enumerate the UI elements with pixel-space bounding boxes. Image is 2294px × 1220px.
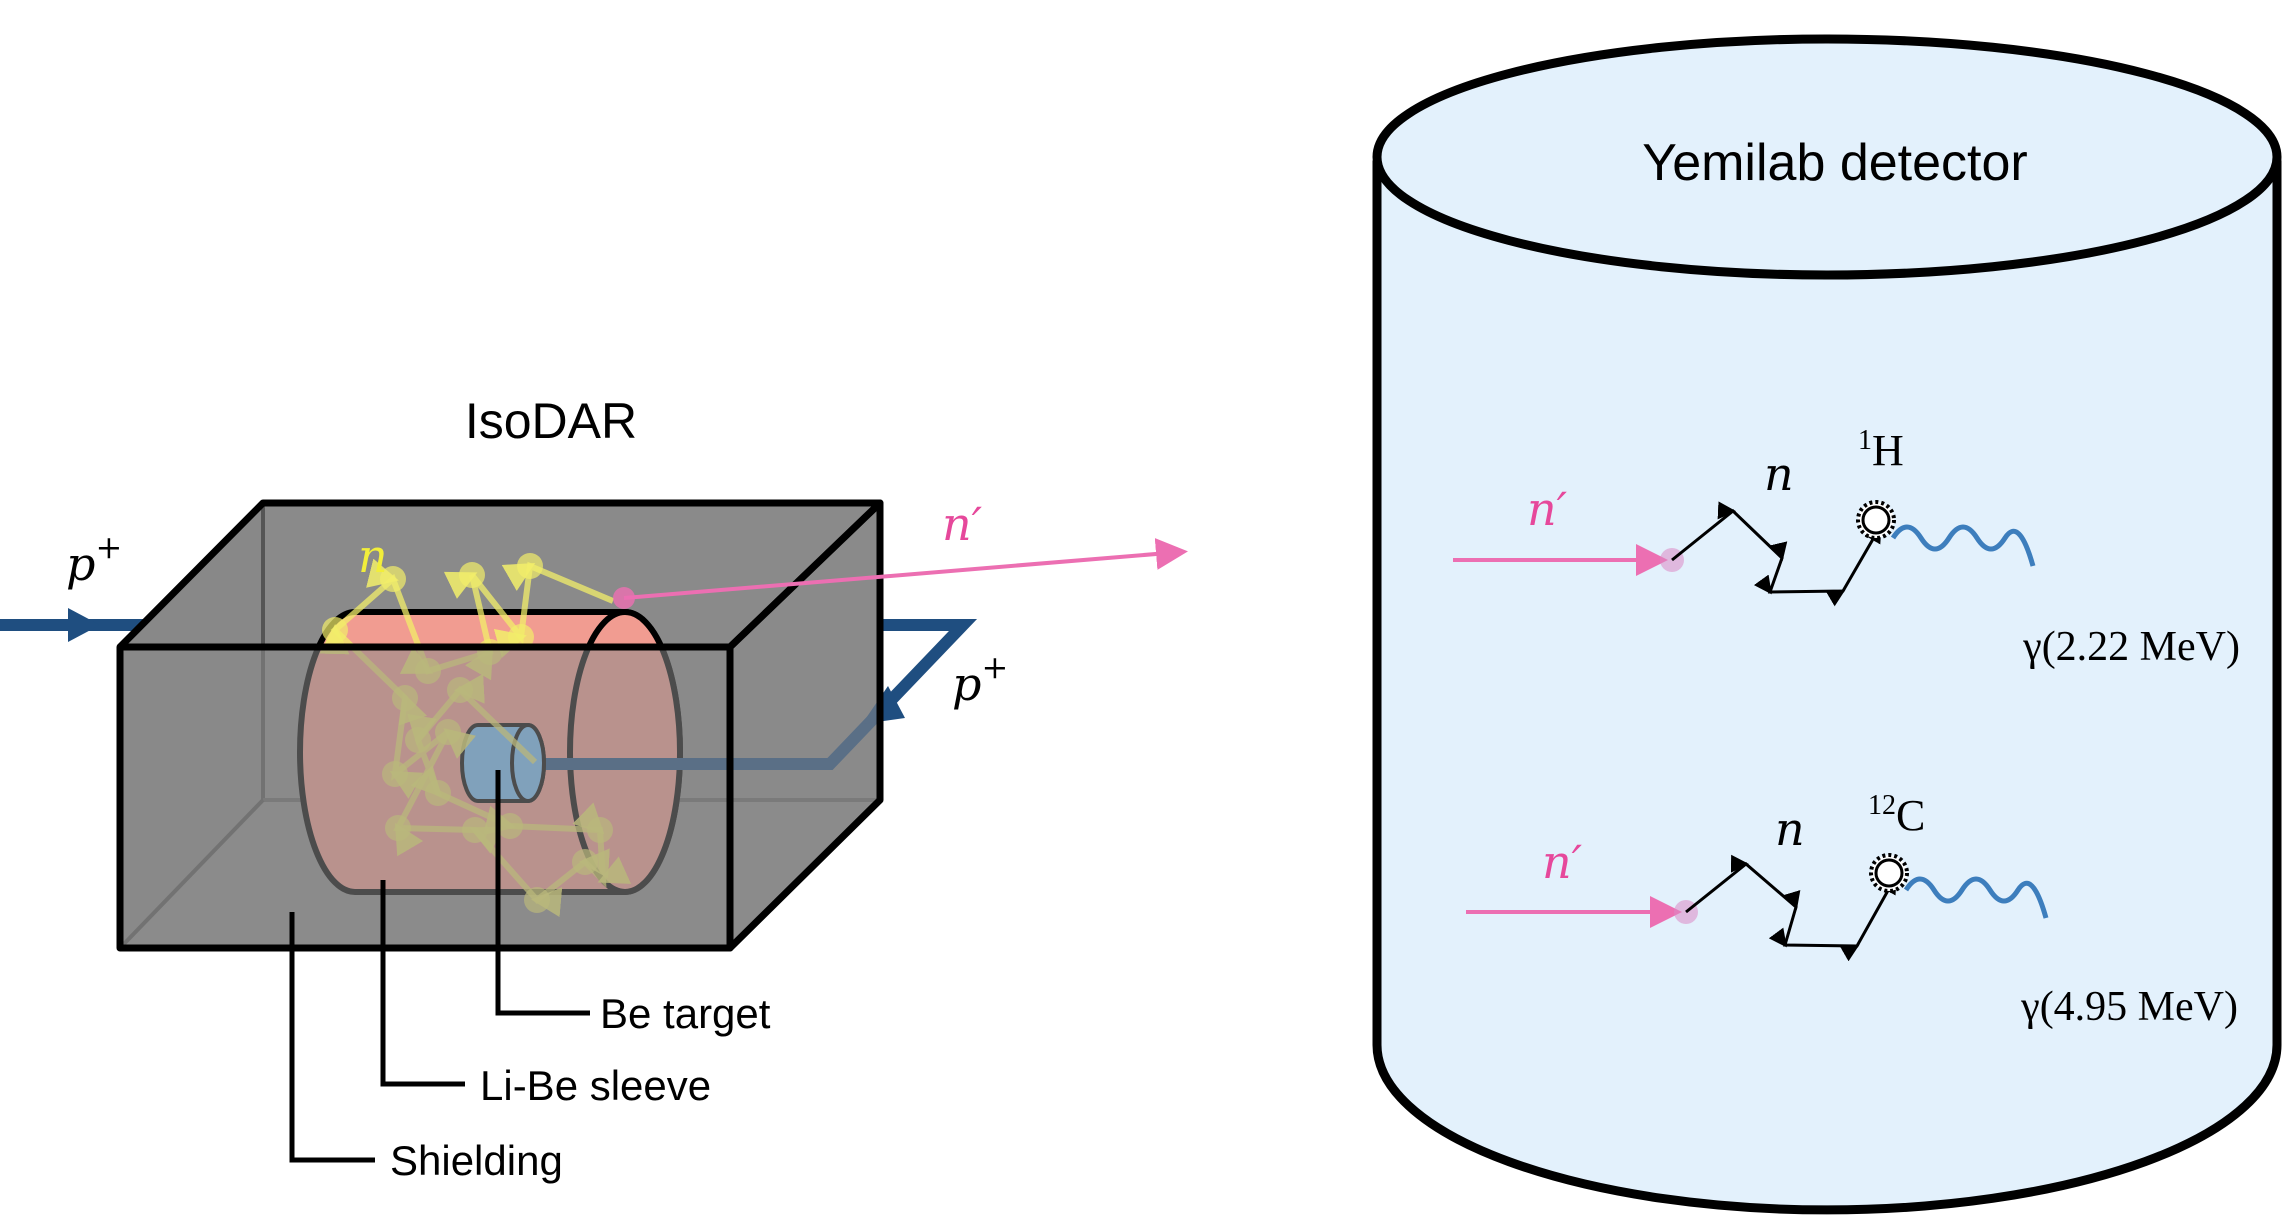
incoming-sterile-neutron-label: n′ — [1542, 835, 1583, 889]
capture-burst-icon — [1869, 853, 1909, 893]
gamma-wave — [1890, 524, 2036, 567]
detector-body — [1372, 160, 2282, 1215]
sterile-neutron-arrow — [623, 538, 1188, 600]
neutron-label: n — [358, 529, 388, 583]
neutron-label: n — [1775, 802, 1805, 856]
callout-shielding: Shielding — [390, 1137, 563, 1184]
gamma-energy-label: γ(2.22 MeV) — [2022, 624, 2240, 670]
proton-out-label: p+ — [952, 648, 1008, 711]
detector-top — [1372, 34, 2282, 280]
callout-be-target: Be target — [600, 990, 771, 1037]
gamma-wave — [1903, 876, 2049, 919]
callout-lines — [289, 770, 590, 1163]
callout-li-be-sleeve: Li-Be sleeve — [480, 1062, 711, 1109]
nucleus-label: 12C — [1868, 790, 1925, 840]
proton-in-label: p+ — [66, 528, 122, 591]
capture-hydrogen: n′ n 1H γ(2.22 MeV) — [1453, 425, 2240, 670]
gamma-energy-label: γ(4.95 MeV) — [2020, 984, 2238, 1030]
capture-burst-icon — [1856, 500, 1896, 540]
detector-title: Yemilab detector — [1642, 134, 2027, 192]
nucleus-label: 1H — [1858, 425, 1904, 475]
incoming-sterile-neutron-label: n′ — [1527, 482, 1568, 536]
sterile-neutron-label: n′ — [942, 497, 983, 551]
proton-beam-arrowhead — [68, 608, 100, 642]
neutron-label: n — [1764, 447, 1794, 501]
isodar-source: IsoDAR p+ — [0, 393, 1188, 1184]
capture-carbon: n′ n 12C γ(4.95 MeV) — [1466, 790, 2238, 1030]
isodar-title: IsoDAR — [465, 393, 637, 449]
yemilab-detector: Yemilab detector n′ n 1H γ(2.22 MeV) n′ … — [1372, 34, 2282, 1215]
shielding-box-front — [116, 499, 884, 952]
